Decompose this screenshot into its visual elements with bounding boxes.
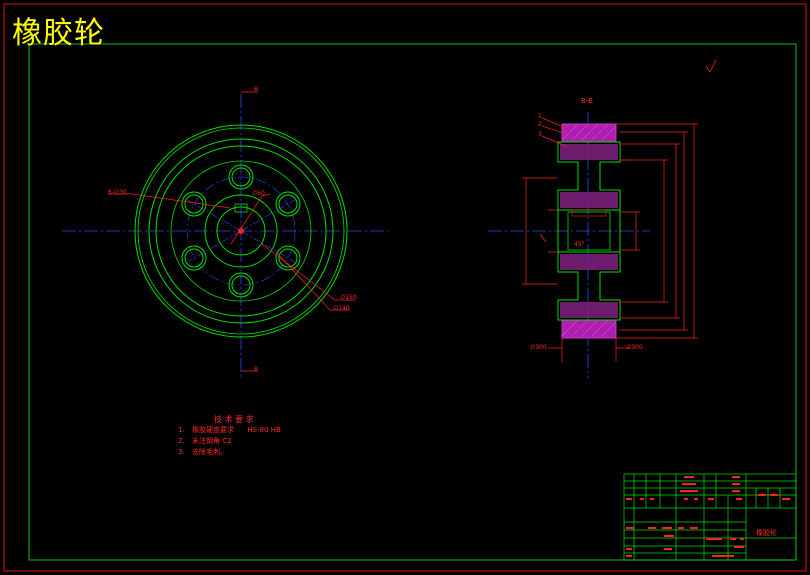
rim-lower (557, 251, 621, 321)
web-circle (170, 160, 312, 302)
radial-line-4 (181, 230, 242, 266)
leader-1-label: 1 (538, 113, 542, 120)
leader-bore (230, 195, 263, 245)
hole-1 (228, 164, 254, 190)
notes-heading: 技 术 要 求 (214, 415, 254, 424)
front-view (62, 91, 388, 380)
technical-notes: 技 术 要 求 1.橡胶硬度要求 HS-80 HB 2.未注倒角 C2 3.去除… (178, 414, 281, 458)
hole-6 (181, 191, 207, 217)
hole-4 (228, 272, 254, 298)
section-mark-bottom: B (254, 366, 259, 373)
hole-5 (181, 245, 207, 271)
title-block-frame (623, 473, 797, 561)
rim-outer-circle (155, 145, 327, 317)
note-item-3: 3.去除毛刺。 (178, 448, 227, 456)
dim-bottom-left: ∅300 (530, 344, 547, 351)
hole-2-inner (278, 194, 298, 214)
section-label: B-B (581, 97, 593, 105)
hole-5-inner (184, 248, 204, 268)
hole-dim-label: 6-∅30 (108, 189, 127, 196)
leader-2-label: 2 (538, 121, 542, 128)
hole-3 (275, 245, 301, 271)
keyway-section (571, 209, 607, 217)
pcd-circle (186, 176, 296, 286)
hole-1-inner (231, 167, 251, 187)
hub-circle (204, 194, 278, 268)
dim-bottom-right: ∅300 (626, 344, 643, 351)
tire-outer-circle (134, 124, 348, 338)
leader-hole-dim (131, 193, 231, 209)
leader-pcd (275, 251, 331, 311)
hub-dim-label: ∅150 (340, 294, 357, 301)
section-mark-top: B (254, 86, 259, 93)
keyway (234, 203, 248, 213)
pcd-dim-label: ∅140 (333, 305, 350, 312)
leader-bore-tail (261, 193, 271, 197)
hole-4-inner (231, 275, 251, 295)
angle-label: 45° (574, 241, 585, 248)
title-block-red-cells (626, 476, 790, 557)
section-view (488, 112, 698, 378)
hatch-lines (561, 123, 617, 337)
hatch-4 (560, 302, 618, 318)
drawing-title: 橡胶轮 (12, 16, 105, 51)
bore-circle (216, 206, 266, 256)
hole-centerlines (181, 196, 301, 266)
tire-outer-circle-2 (137, 127, 345, 335)
title-block (623, 473, 797, 561)
note-item-2: 2.未注倒角 C2 (178, 437, 232, 445)
leader-3-label: 3 (538, 131, 542, 138)
leader-hub (261, 243, 336, 301)
hole-3-inner (278, 248, 298, 268)
hatch-3 (560, 254, 618, 270)
roughness-symbol (705, 59, 717, 73)
hole-2 (275, 191, 301, 217)
hatch-2 (560, 192, 618, 208)
outer-frame (3, 3, 807, 572)
bore-inner (567, 211, 611, 251)
title-block-name: 橡胶轮 (756, 529, 777, 537)
small-dim-label: ∅60 (252, 190, 265, 197)
radial-line-1 (240, 196, 301, 232)
section-dimensions (522, 117, 698, 362)
angle-mark (539, 233, 547, 243)
metal-hatch (560, 144, 618, 318)
tire-inner-circle (148, 138, 334, 324)
inner-frame (28, 43, 797, 561)
note-item-1: 1.橡胶硬度要求 HS-80 HB (178, 426, 281, 434)
front-dimensions (108, 91, 355, 372)
radial-line-3 (240, 230, 301, 266)
hatch-1 (560, 144, 618, 160)
center-point (238, 228, 244, 234)
